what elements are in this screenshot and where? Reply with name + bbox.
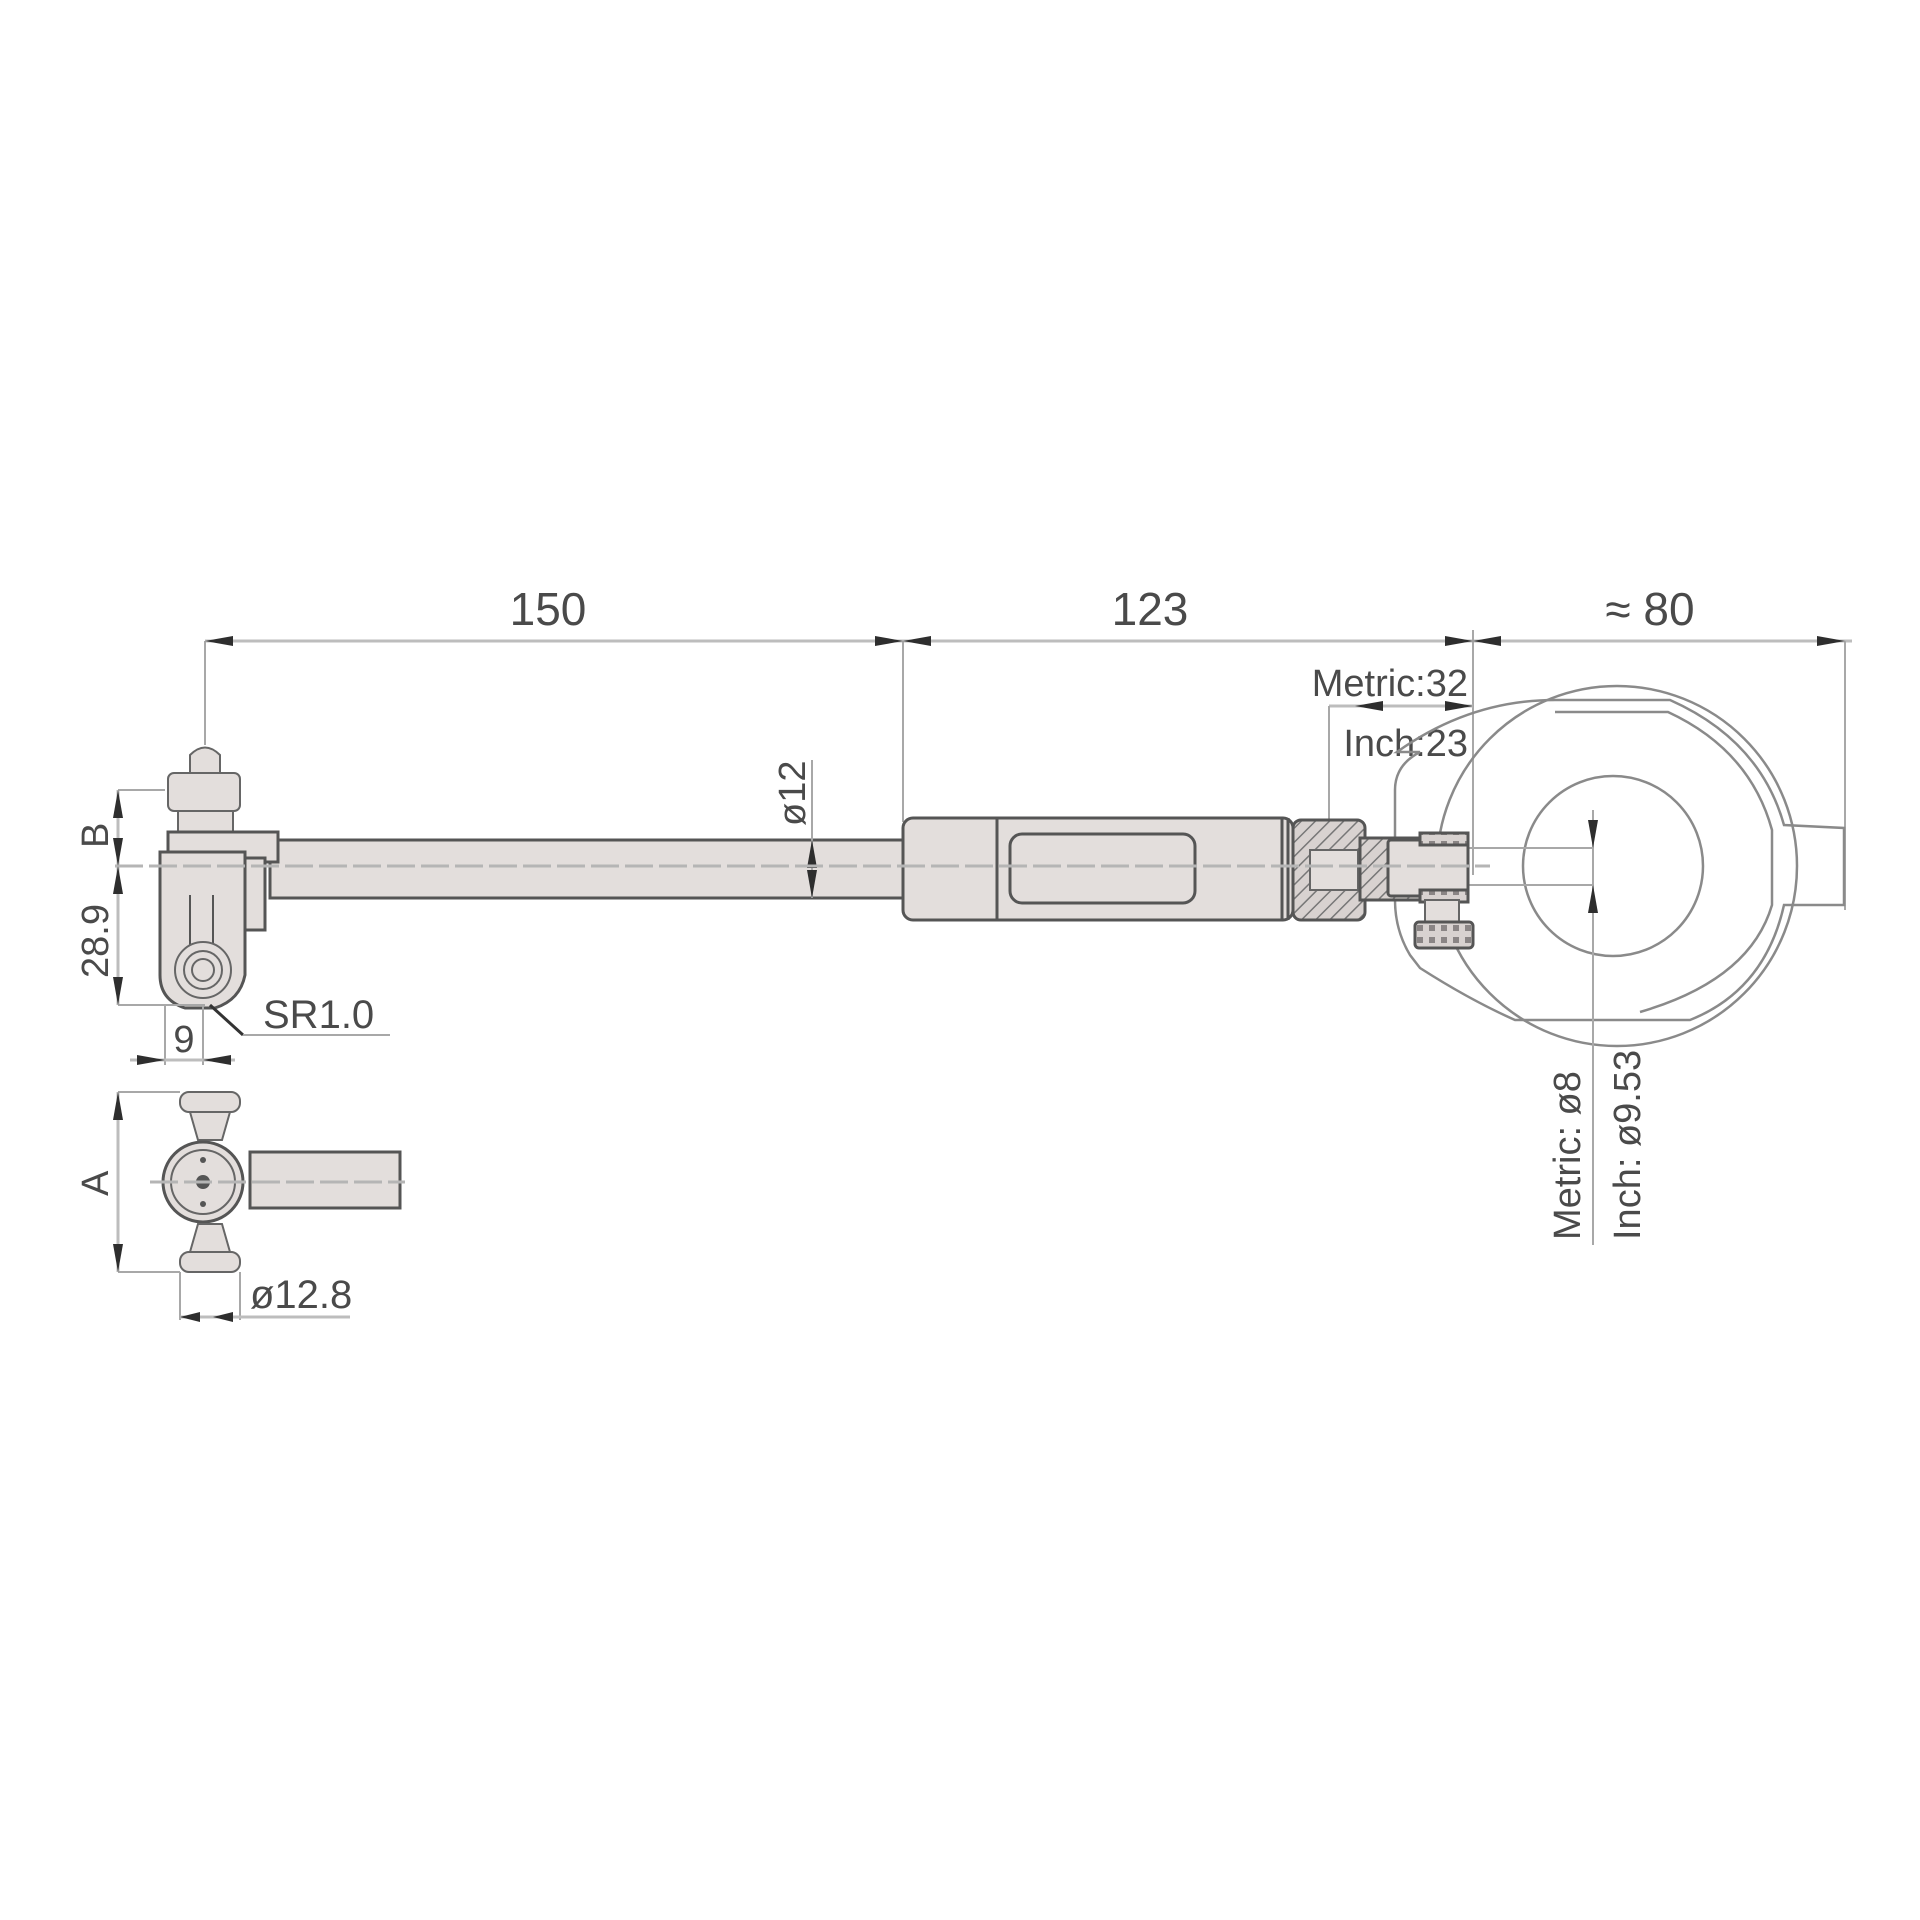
left-vertical-dimensions [113, 789, 205, 1006]
dial-indicator-outline [1393, 684, 1846, 1245]
anvil-diameter-dimension [179, 1272, 350, 1322]
extension-shaft [268, 760, 905, 900]
width-9-dimension [130, 1003, 390, 1065]
dim-80-label: ≈ 80 [1605, 583, 1694, 635]
measuring-head [158, 746, 280, 1010]
dim-b-label: B [75, 823, 117, 848]
shaft-diameter-label: ø12 [772, 761, 814, 826]
dial-clamp-stem [1291, 818, 1475, 950]
stem-inch-label: Inch: ø9.53 [1607, 1050, 1649, 1240]
dim-9-label: 9 [173, 1019, 194, 1061]
dim-289-label: 28.9 [75, 904, 117, 978]
inch-23-label: Inch:23 [1343, 723, 1468, 765]
range-a-dimension [113, 1091, 180, 1273]
dim-a-label: A [75, 1170, 117, 1196]
grip-handle [901, 816, 1295, 922]
metric-inch-offset-dimension [1328, 701, 1473, 820]
metric-32-label: Metric:32 [1312, 663, 1468, 705]
anvil-diameter-label: ø12.8 [250, 1273, 352, 1317]
dim-150-label: 150 [510, 583, 587, 635]
head-end-view [150, 1091, 405, 1273]
overall-dimension-line [204, 630, 1852, 910]
stem-metric-label: Metric: ø8 [1547, 1071, 1589, 1240]
dim-123-label: 123 [1112, 583, 1189, 635]
contact-radius-label: SR1.0 [263, 993, 374, 1037]
